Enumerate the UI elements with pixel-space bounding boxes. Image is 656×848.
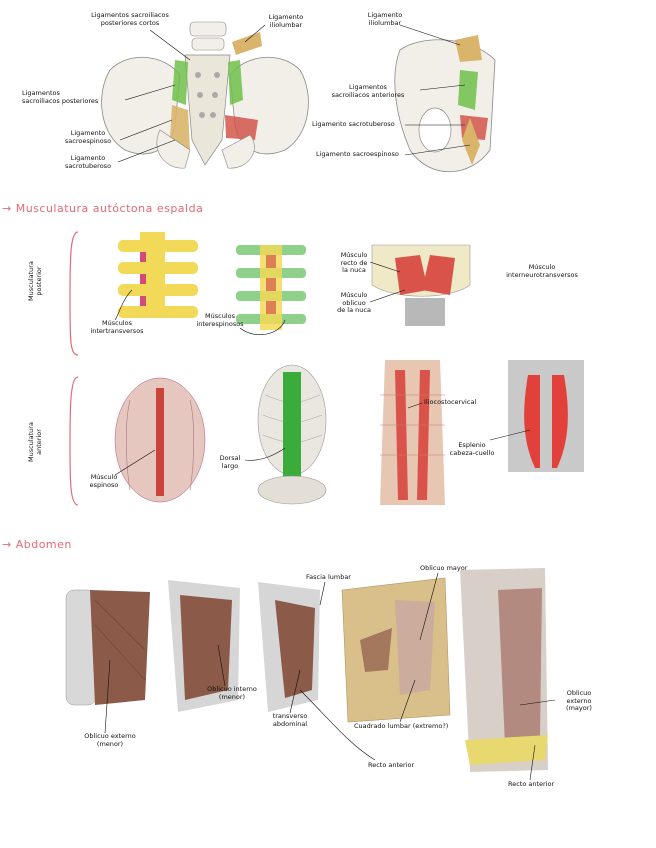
label-cuadrado-lumbar: Cuadrado lumbar (extremo?): [354, 722, 449, 730]
intertransverse-figure: [118, 232, 198, 318]
label-lig-sacrotuberoso-posterior: Ligamento sacrotuberoso: [64, 154, 112, 170]
label-oblicuo-nuca: Músculo oblicuo de la nuca: [337, 291, 371, 314]
label-group-posterior: Musculatura posterior: [27, 261, 43, 301]
label-oblicuo-externo-menor: Oblicuo externo (menor): [84, 732, 136, 748]
label-lig-iliolumbar-posterior: Ligamento iliolumbar: [268, 13, 304, 29]
label-lig-sacrotuberoso-lateral: Ligamento sacrotuberoso: [312, 120, 395, 128]
label-espinoso: Músculo espinoso: [89, 473, 119, 489]
heading-musculatura-espalda: → Musculatura autóctona espalda: [2, 202, 204, 215]
label-interneurotransversos: Músculo interneurotransversos: [506, 263, 578, 279]
bracket-anterior: [69, 376, 79, 506]
longissimus-figure: [257, 364, 327, 505]
label-dorsal-largo: Dorsal largo: [219, 454, 241, 470]
label-lig-sacroiliacos-posteriores-cortos: Ligamentos sacroiliacos posteriores cort…: [91, 11, 169, 27]
transversus-figure: [258, 582, 320, 712]
label-recto-nuca: Músculo recto de la nuca: [340, 251, 368, 274]
label-iliocostocervical: Iliocostocervical: [424, 398, 477, 406]
lumbar-fascia-figure: [341, 577, 451, 723]
spinalis-figure: [114, 377, 206, 503]
label-lig-sacroespinoso-posterior: Ligamento sacroespinoso: [64, 129, 112, 145]
pelvis-leader-lines: [117, 24, 471, 163]
label-intertransversos: Músculos intertransversos: [90, 319, 144, 335]
pelvis-lateral-figure: [394, 35, 496, 173]
heading-abdomen: → Abdomen: [2, 538, 72, 551]
label-transverso-abdominal: transverso abdominal: [272, 712, 308, 728]
interspinous-figure: [236, 245, 306, 330]
label-interespinosos: Músculos interespinosos: [196, 312, 244, 328]
label-group-anterior: Musculatura anterior: [27, 422, 43, 462]
external-oblique-figure: [65, 589, 150, 706]
label-recto-anterior-1: Recto anterior: [368, 761, 415, 769]
abdomen-leader-lines: [104, 572, 556, 781]
label-lig-sacroiliacos-anteriores: Ligamentos sacroiliacos anteriores: [331, 83, 405, 99]
label-oblicuo-interno-menor: Oblicuo interno (menor): [207, 685, 257, 701]
bracket-posterior: [69, 231, 79, 356]
label-lig-sacroiliacos-posteriores: Ligamentos sacroiliacos posteriores: [22, 89, 99, 105]
label-oblicuo-mayor: Oblicuo mayor: [420, 564, 468, 572]
label-lig-sacroespinoso-lateral: Ligamento sacroespinoso: [316, 150, 399, 158]
label-esplenio: Esplenio cabeza-cuello: [449, 441, 495, 457]
label-recto-anterior-2: Recto anterior: [508, 780, 555, 788]
internal-oblique-figure: [168, 580, 240, 712]
label-fascia-lumbar: Fascia lumbar: [306, 573, 351, 581]
splenius-figure: [508, 360, 584, 472]
label-lig-iliolumbar-lateral: Ligamento iliolumbar: [367, 11, 403, 27]
suboccipital-figure: [371, 244, 471, 326]
iliocostocervicalis-figure: [380, 360, 445, 505]
label-oblicuo-externo-mayor: Oblicuo externo (mayor): [566, 689, 592, 712]
rectus-external-oblique-figure: [460, 568, 548, 772]
back-leader-lines: [114, 261, 531, 476]
pelvis-posterior-figure: [101, 21, 309, 169]
